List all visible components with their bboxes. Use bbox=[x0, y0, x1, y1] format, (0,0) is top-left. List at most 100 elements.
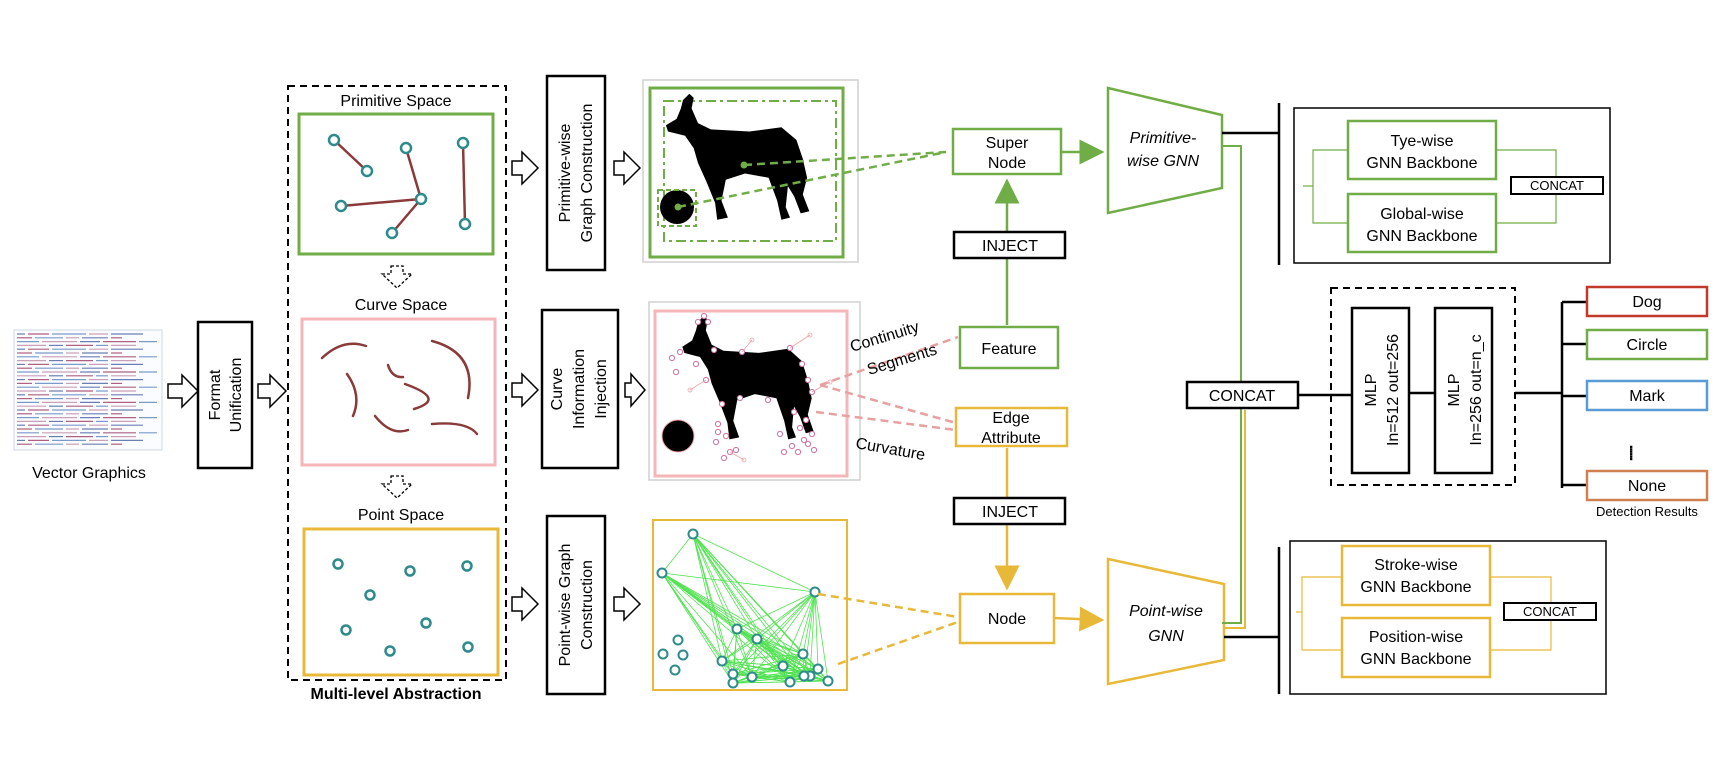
dashed-link-feature bbox=[819, 335, 959, 387]
mesh-edge bbox=[756, 638, 805, 677]
global-wise-backbone-label: GNN Backbone bbox=[1366, 228, 1477, 245]
edge-attribute-box: Edge Attribute bbox=[954, 406, 1069, 448]
loose-node bbox=[657, 648, 669, 660]
mesh-node bbox=[822, 675, 834, 687]
curve-vertex bbox=[804, 376, 812, 384]
multi-level-abstraction-title: Multi-level Abstraction bbox=[311, 686, 482, 703]
node-label: Node bbox=[988, 155, 1026, 172]
point-gnn-label-2: GNN bbox=[1148, 628, 1184, 645]
curve-vertex bbox=[722, 432, 730, 440]
node-box-label: Node bbox=[988, 611, 1026, 628]
mlp2-dims-label: In=256 out=n_c bbox=[1468, 334, 1485, 445]
curve-vertex bbox=[798, 360, 806, 368]
hollow-arrow-3 bbox=[511, 150, 540, 186]
loose-node bbox=[669, 664, 681, 676]
curve-vertex bbox=[802, 416, 810, 424]
curve-vertex bbox=[808, 430, 816, 438]
curve-vertex bbox=[710, 346, 718, 354]
mesh-node bbox=[746, 671, 758, 683]
tye-wise-backbone-label: GNN Backbone bbox=[1366, 155, 1477, 172]
global-wise-label: Global-wise bbox=[1380, 206, 1464, 223]
curve-vertex bbox=[668, 354, 676, 362]
curve-vertex bbox=[790, 408, 798, 416]
primitive-construction-label-1: Primitive-wise bbox=[557, 124, 574, 223]
result-mark: Mark bbox=[1585, 379, 1709, 412]
dashed-down-arrow-1 bbox=[380, 265, 414, 289]
tye-wise-label: Tye-wise bbox=[1390, 133, 1453, 150]
hollow-arrow-5 bbox=[511, 586, 540, 622]
vector-graphics-thumbnail bbox=[13, 329, 163, 451]
curve-handle-end bbox=[807, 332, 813, 338]
mesh-edge bbox=[736, 591, 816, 630]
mesh-edge bbox=[751, 668, 819, 678]
mesh-node bbox=[798, 670, 810, 682]
mesh-edge bbox=[721, 628, 738, 662]
mesh-edge bbox=[732, 665, 784, 684]
point-construction-label-2: Construction bbox=[579, 560, 596, 650]
mesh-edge bbox=[692, 533, 805, 677]
inject-top-box: INJECT bbox=[952, 230, 1067, 260]
mesh-edge bbox=[732, 673, 805, 677]
attribute-label: Attribute bbox=[981, 430, 1041, 447]
mlp-dashed-frame bbox=[1330, 287, 1516, 486]
mesh-edge bbox=[732, 653, 804, 684]
curve-vertex bbox=[712, 438, 720, 446]
stroke-wise-label: Stroke-wise bbox=[1374, 557, 1458, 574]
bottom-backbone-group: Stroke-wise GNN Backbone Position-wise G… bbox=[1289, 540, 1607, 695]
mesh-edge bbox=[732, 653, 804, 675]
super-node-box: Super Node bbox=[951, 127, 1063, 176]
code-lines bbox=[17, 333, 157, 445]
primitive-graph-construction-box: Primitive-wise Graph Construction bbox=[545, 74, 607, 272]
result-none: None bbox=[1585, 469, 1709, 502]
curve-vertex bbox=[764, 396, 772, 404]
mesh-edge bbox=[736, 628, 784, 667]
mlp-2-box: MLP In=256 out=n_c bbox=[1433, 306, 1494, 475]
format-label-1: Format bbox=[207, 369, 224, 420]
hollow-arrow-2 bbox=[257, 373, 288, 409]
mesh-edge bbox=[756, 591, 816, 640]
feature-label: Feature bbox=[981, 341, 1036, 358]
position-wise-label: Position-wise bbox=[1369, 629, 1463, 646]
mesh-edge bbox=[782, 591, 816, 667]
mesh-node bbox=[797, 648, 809, 660]
curve-injection-label-3: Injection bbox=[593, 359, 610, 419]
curve-handle-end bbox=[749, 337, 755, 343]
mesh-node bbox=[777, 660, 789, 672]
mesh-edge bbox=[751, 675, 805, 678]
curve-space-panel bbox=[300, 317, 497, 467]
curve-vertex bbox=[804, 440, 812, 448]
mesh-edge bbox=[692, 533, 738, 630]
curve-vertex bbox=[704, 318, 712, 326]
curve-space-label: Curve Space bbox=[355, 297, 448, 314]
mesh-edge bbox=[692, 533, 816, 593]
hollow-arrow-7 bbox=[624, 372, 646, 408]
top-concat-label: CONCAT bbox=[1530, 178, 1584, 193]
curve-vertex bbox=[810, 446, 818, 454]
mesh-edge bbox=[721, 591, 816, 662]
primitive-wise-gnn: Primitive- wise GNN bbox=[1106, 86, 1224, 215]
curve-vertex bbox=[736, 394, 744, 402]
mesh-edge bbox=[789, 680, 829, 683]
edge-label: Edge bbox=[992, 410, 1029, 427]
loose-node bbox=[677, 649, 689, 661]
format-label-2: Unification bbox=[228, 358, 245, 433]
mesh-edge bbox=[751, 591, 816, 678]
curve-vertex bbox=[800, 436, 808, 444]
mesh-node bbox=[687, 528, 699, 540]
result-none-label: None bbox=[1628, 478, 1666, 495]
mesh-edge bbox=[721, 653, 804, 662]
head-concat-box: CONCAT bbox=[1185, 380, 1300, 410]
feature-box: Feature bbox=[958, 325, 1060, 370]
result-mark-label: Mark bbox=[1629, 388, 1666, 405]
dog-silhouette-2 bbox=[682, 315, 814, 440]
vector-graphics-caption: Vector Graphics bbox=[32, 465, 146, 482]
curve-handle-end bbox=[687, 387, 693, 393]
green-link-lower bbox=[1222, 385, 1242, 624]
point-space-panel bbox=[302, 527, 500, 677]
curve-vertex bbox=[780, 448, 788, 456]
curve-handle bbox=[741, 339, 753, 353]
point-wise-gnn: Point-wise GNN bbox=[1106, 557, 1226, 686]
super-label: Super bbox=[986, 135, 1029, 152]
curve-handles bbox=[687, 332, 833, 463]
